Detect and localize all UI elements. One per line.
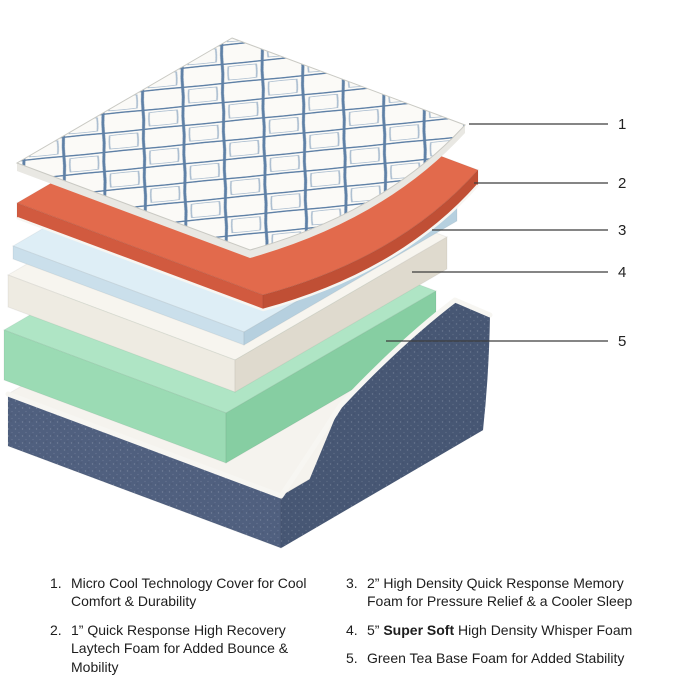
base-rim [5, 297, 493, 548]
callout-number-2: 2 [618, 175, 626, 192]
cover-front-edge [17, 163, 250, 258]
legend-item-text: 5” Super Soft High Density Whisper Foam [367, 621, 662, 639]
legend-item-1: 1. Micro Cool Technology Cover for Cool … [50, 574, 322, 611]
legend: 1. Micro Cool Technology Cover for Cool … [0, 560, 700, 676]
legend-item-text-bold: Super Soft [383, 621, 455, 638]
mattress-layers-illustration: 1 2 3 4 5 [2, 37, 626, 549]
callout-number-4: 4 [618, 264, 626, 281]
callout-number-1: 1 [618, 116, 626, 133]
base-white-piping [5, 297, 493, 499]
legend-item-text: 2” High Density Quick Response Memory Fo… [367, 575, 633, 610]
legend-item-number: 5. [346, 650, 358, 667]
legend-item-number: 1. [50, 575, 62, 591]
legend-item-number: 3. [346, 575, 358, 591]
legend-item-number: 2. [50, 621, 62, 638]
cover-pattern-top-face [15, 37, 466, 251]
callouts: 1 2 3 4 5 [386, 116, 626, 350]
legend-item-number: 4. [346, 621, 358, 638]
orange-foam-piping [16, 184, 479, 312]
legend-item-5: 5. Green Tea Base Foam for Added Stabili… [346, 649, 662, 667]
legend-item-text-post: High Density Whisper Foam [454, 621, 633, 638]
legend-column-right: 3. 2” High Density Quick Response Memory… [346, 574, 662, 676]
base-rim-texture [281, 300, 490, 548]
legend-item-text: 1” Quick Response High Recovery Laytech … [71, 621, 289, 675]
white-foam-side-face [234, 236, 448, 393]
cover-layer [15, 37, 466, 258]
legend-item-4: 4. 5” Super Soft High Density Whisper Fo… [346, 621, 662, 639]
legend-item-3: 3. 2” High Density Quick Response Memory… [346, 574, 662, 611]
cover-side-edge [250, 125, 465, 258]
legend-item-text: Micro Cool Technology Cover for Cool Com… [71, 575, 307, 610]
legend-column-left: 1. Micro Cool Technology Cover for Cool … [50, 574, 322, 676]
callout-number-3: 3 [618, 222, 626, 239]
legend-item-text-pre: 5” [367, 621, 384, 638]
base-front-left-texture [8, 394, 281, 548]
legend-item-2: 2. 1” Quick Response High Recovery Layte… [50, 621, 322, 676]
callout-number-5: 5 [618, 333, 626, 350]
legend-item-text: Green Tea Base Foam for Added Stability [367, 650, 625, 667]
